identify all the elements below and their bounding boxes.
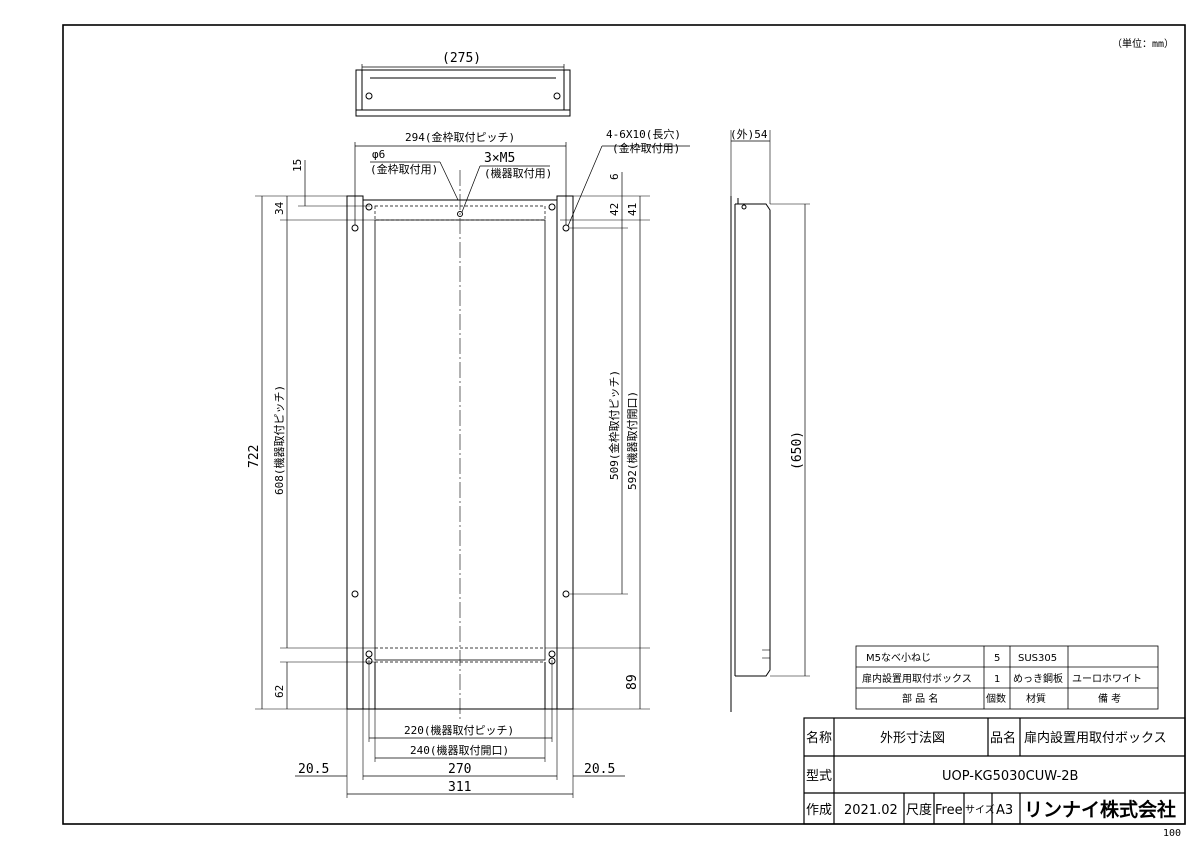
m5-label: 3×M5	[484, 151, 515, 166]
dim-89: 89	[625, 674, 640, 690]
phi6-note: (金枠取付用)	[370, 162, 438, 176]
sheet-code: 100	[1163, 828, 1181, 839]
size-label: サイズ	[965, 803, 995, 816]
part-1-material: SUS305	[1018, 653, 1057, 664]
side-view: (外)54 (650)	[730, 128, 810, 712]
parts-table: M5なべ小ねじ 5 SUS305 扉内設置用取付ボックス 1 めっき鋼板 ユーロ…	[855, 645, 1159, 710]
dim-592: 592(機器取付開口)	[625, 391, 639, 490]
dim-42: 42	[608, 203, 621, 216]
dim-722: 722	[247, 445, 262, 468]
part-2-note: ユーロホワイト	[1072, 673, 1142, 685]
model-value: UOP-KG5030CUW-2B	[942, 769, 1078, 784]
header-qty: 個数	[986, 692, 1006, 705]
title-block: 名称 外形寸法図 品名 扉内設置用取付ボックス 型式 UOP-KG5030CUW…	[803, 717, 1186, 825]
dim-34: 34	[273, 201, 286, 215]
header-note: 備 考	[1098, 692, 1121, 705]
model-label: 型式	[806, 769, 832, 784]
dim-20-5-right: 20.5	[584, 762, 615, 777]
company-name: リンナイ株式会社	[1024, 798, 1176, 821]
top-view: (275)	[355, 51, 571, 117]
name-value: 外形寸法図	[880, 731, 945, 746]
dim-294: 294(金枠取付ピッチ)	[405, 130, 515, 144]
slot-note-sub: (金枠取付用)	[612, 141, 680, 155]
scale-value: Free	[935, 803, 963, 818]
header-name: 部 品 名	[902, 692, 938, 705]
part-1-name: M5なべ小ねじ	[866, 652, 931, 664]
dim-220: 220(機器取付ピッチ)	[404, 723, 514, 737]
dim-608: 608(機器取付ピッチ)	[272, 385, 286, 495]
header-material: 材質	[1026, 692, 1046, 705]
phi6-label: φ6	[372, 148, 385, 161]
dim-240: 240(機器取付開口)	[410, 743, 509, 757]
dim-20-5-left: 20.5	[298, 762, 329, 777]
part-1-qty: 5	[994, 653, 1000, 664]
dim-311: 311	[448, 780, 471, 795]
product-label: 品名	[990, 730, 1016, 746]
scale-label: 尺度	[906, 802, 932, 818]
side-depth: (外)54	[730, 128, 768, 141]
dim-509: 509(金枠取付ピッチ)	[607, 370, 621, 480]
product-value: 扉内設置用取付ボックス	[1024, 730, 1167, 746]
dim-270: 270	[448, 762, 471, 777]
date-value: 2021.02	[844, 803, 898, 818]
dim-15: 15	[291, 159, 304, 172]
front-view: 294(金枠取付ピッチ) 4-6X10(長穴) (金枠取付用) φ6 (金枠取付…	[247, 127, 690, 798]
part-2-material: めっき鋼板	[1013, 672, 1063, 685]
part-2-name: 扉内設置用取付ボックス	[862, 672, 972, 685]
made-label: 作成	[806, 803, 832, 818]
size-value: A3	[996, 803, 1013, 818]
name-label: 名称	[806, 730, 832, 746]
part-2-qty: 1	[994, 674, 1000, 685]
m5-note: (機器取付用)	[484, 166, 552, 180]
dim-62: 62	[273, 685, 286, 698]
side-height: (650)	[790, 431, 805, 470]
dim-41: 41	[626, 203, 639, 216]
unit-note: （単位：mm）	[1112, 37, 1174, 50]
slot-note: 4-6X10(長穴)	[606, 127, 681, 141]
sheet-border	[62, 24, 1186, 825]
dim-275: (275)	[442, 51, 481, 66]
dim-6: 6	[608, 173, 621, 180]
